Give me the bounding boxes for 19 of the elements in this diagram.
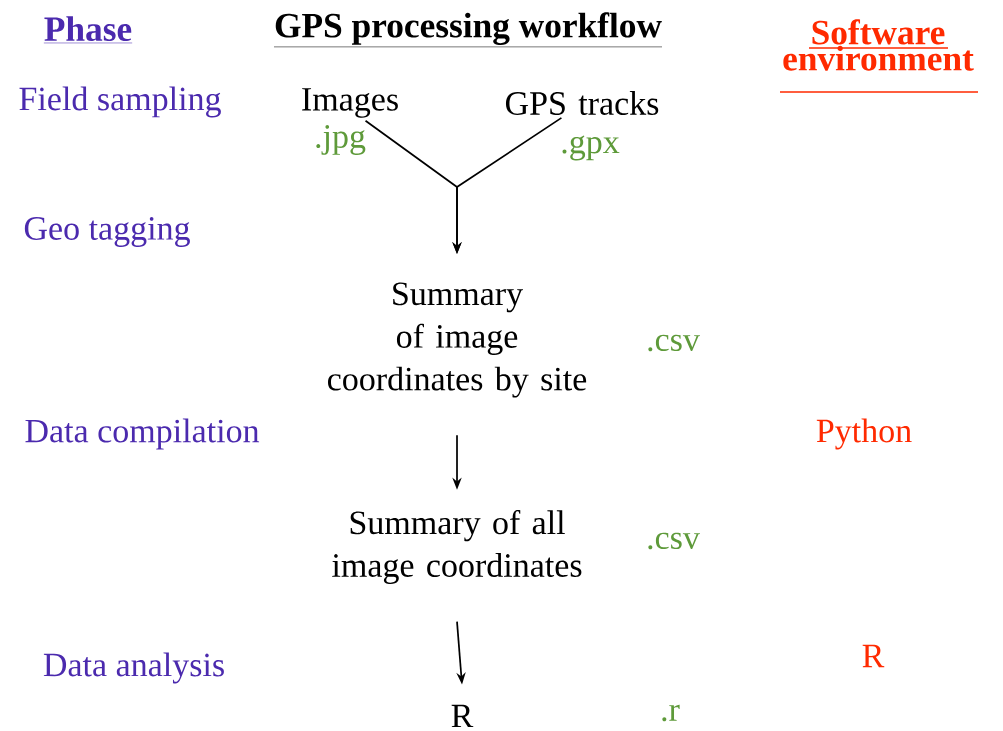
file-extension: .csv — [648, 532, 700, 550]
column-heading: Software environment — [779, 19, 979, 93]
phase-label: Geo tagging — [24, 217, 190, 247]
software-label: R — [862, 644, 885, 668]
heading: GPS processing workflow — [273, 12, 663, 48]
file-extension: .csv — [648, 334, 700, 352]
phase-label: Data analysis — [43, 652, 224, 684]
file-extension: .r — [662, 704, 680, 722]
step-text: GPS tracks — [505, 91, 659, 115]
phase-label: Field sampling — [19, 86, 221, 118]
step-text: Summary of all image coordinates — [332, 510, 582, 584]
phase-label: Data compilation — [25, 418, 260, 450]
file-extension: .jpg — [316, 125, 366, 155]
software-label: Python — [816, 418, 912, 450]
file-extension: .gpx — [562, 135, 620, 161]
column-heading: Phase — [43, 16, 133, 44]
step-text: Images — [302, 88, 398, 118]
step-text: Summary of image coordinates by site — [328, 282, 587, 398]
step-text: R — [451, 704, 474, 728]
